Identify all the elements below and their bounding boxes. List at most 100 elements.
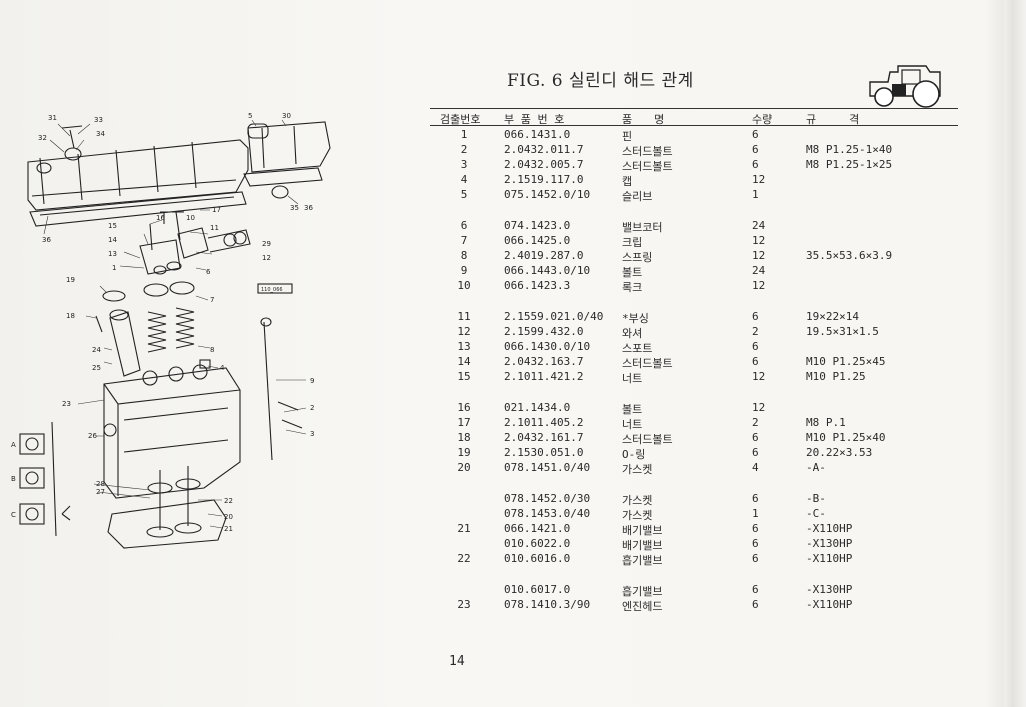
cell-name: 흡기밸브 bbox=[622, 585, 663, 598]
cell-name: 록크 bbox=[622, 281, 643, 294]
callout-29: 29 bbox=[262, 240, 271, 248]
cell-no: 10 bbox=[457, 279, 471, 292]
callout-13: 13 bbox=[108, 250, 117, 258]
cell-no: 11 bbox=[457, 310, 471, 323]
cell-part-no: 078.1410.3/90 bbox=[504, 598, 591, 611]
cell-no: 14 bbox=[457, 355, 471, 368]
cell-name: 배기밸브 bbox=[622, 524, 663, 537]
cell-no: 13 bbox=[457, 340, 471, 353]
cell-part-no: 2.1011.421.2 bbox=[504, 370, 584, 383]
callout-8: 8 bbox=[210, 346, 214, 354]
cell-name: 너트 bbox=[622, 372, 643, 385]
cell-qty: 6 bbox=[752, 431, 759, 444]
cell-part-no: 066.1431.0 bbox=[504, 128, 571, 141]
cell-name: 흡기밸브 bbox=[622, 554, 663, 567]
callout-22: 22 bbox=[224, 497, 233, 505]
callout-15: 15 bbox=[108, 222, 117, 230]
cell-qty: 6 bbox=[752, 522, 759, 535]
callout-36: 36 bbox=[304, 204, 313, 212]
cell-part-no: 010.6017.0 bbox=[504, 583, 571, 596]
cell-part-no: 2.1599.432.0 bbox=[504, 325, 584, 338]
gasket-label-b: B bbox=[11, 475, 16, 483]
header-spec: 규 격 bbox=[806, 113, 860, 126]
cell-name: 핀 bbox=[622, 130, 633, 143]
cell-qty: 12 bbox=[752, 370, 766, 383]
callout-33: 33 bbox=[94, 116, 103, 124]
cell-part-no: 2.0432.005.7 bbox=[504, 158, 584, 171]
page-number: 14 bbox=[449, 654, 465, 669]
table-header: 검출번호 부 품 번 호 품 명 수량 규 격 bbox=[430, 111, 958, 126]
cell-spec: 19×22×14 bbox=[806, 310, 859, 323]
cell-name: 스터드볼트 bbox=[622, 433, 673, 446]
cell-spec: M8 P.1 bbox=[806, 416, 846, 429]
header-top-rule bbox=[430, 108, 958, 109]
cell-name: 너트 bbox=[622, 418, 643, 431]
cell-name: 밸브코터 bbox=[622, 221, 663, 234]
cell-no: 17 bbox=[457, 416, 471, 429]
cell-qty: 6 bbox=[752, 583, 759, 596]
cell-qty: 6 bbox=[752, 310, 759, 323]
callout-21: 21 bbox=[224, 525, 233, 533]
cell-part-no: 2.1011.405.2 bbox=[504, 416, 584, 429]
cell-name: 스터드볼트 bbox=[622, 357, 673, 370]
cell-qty: 4 bbox=[752, 461, 759, 474]
cell-spec: 19.5×31×1.5 bbox=[806, 325, 879, 338]
cell-qty: 12 bbox=[752, 234, 766, 247]
page-edge bbox=[1004, 0, 1026, 707]
cell-no: 16 bbox=[457, 401, 471, 414]
cell-spec: -X110HP bbox=[806, 522, 853, 535]
cell-part-no: 010.6016.0 bbox=[504, 552, 571, 565]
cell-spec: 20.22×3.53 bbox=[806, 446, 873, 459]
cell-qty: 12 bbox=[752, 249, 766, 262]
cell-qty: 2 bbox=[752, 325, 759, 338]
header-part-no: 부 품 번 호 bbox=[504, 113, 565, 126]
cell-no: 2 bbox=[460, 143, 468, 156]
cell-no: 22 bbox=[457, 552, 471, 565]
cell-qty: 12 bbox=[752, 279, 766, 292]
callout-4: 4 bbox=[220, 364, 225, 372]
cell-no: 19 bbox=[457, 446, 471, 459]
cell-name: 배기밸브 bbox=[622, 539, 663, 552]
cell-name: 가스켓 bbox=[622, 463, 653, 476]
cell-part-no: 075.1452.0/10 bbox=[504, 188, 591, 201]
cell-spec: -X130HP bbox=[806, 537, 853, 550]
callout-17: 17 bbox=[212, 206, 221, 214]
cell-name: *부싱 bbox=[622, 312, 649, 325]
callout-27: 27 bbox=[96, 488, 105, 496]
cell-no: 3 bbox=[460, 158, 468, 171]
tractor-icon bbox=[869, 65, 941, 108]
cell-part-no: 2.0432.161.7 bbox=[504, 431, 584, 444]
cell-no: 9 bbox=[460, 264, 468, 277]
cell-name: 스포트 bbox=[622, 342, 653, 355]
callout-9: 9 bbox=[310, 377, 314, 385]
cell-qty: 1 bbox=[752, 507, 759, 520]
callout-20: 20 bbox=[224, 513, 233, 521]
callout-24: 24 bbox=[92, 346, 101, 354]
cell-qty: 6 bbox=[752, 446, 759, 459]
cell-name: 스프링 bbox=[622, 251, 653, 264]
callout-10: 10 bbox=[186, 214, 195, 222]
cell-spec: M10 P1.25×45 bbox=[806, 355, 886, 368]
callout-32: 32 bbox=[38, 134, 47, 142]
header-bottom-rule bbox=[430, 125, 958, 126]
callout-18: 18 bbox=[66, 312, 75, 320]
cell-name: 볼트 bbox=[622, 266, 643, 279]
cell-qty: 1 bbox=[752, 188, 759, 201]
cell-no: 15 bbox=[457, 370, 471, 383]
cell-spec: -X110HP bbox=[806, 598, 853, 611]
cell-part-no: 078.1452.0/30 bbox=[504, 492, 591, 505]
cell-no: 21 bbox=[457, 522, 471, 535]
cell-part-no: 021.1434.0 bbox=[504, 401, 571, 414]
